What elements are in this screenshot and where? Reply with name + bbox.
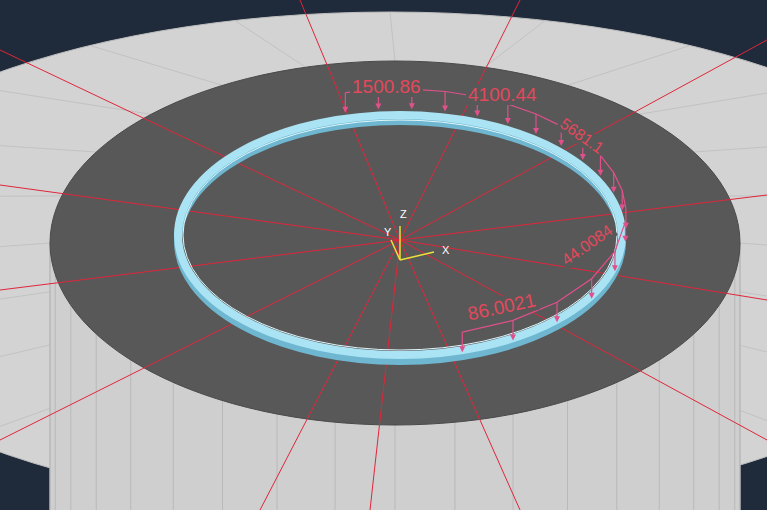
axis-triad (391, 226, 434, 260)
ring-edge (183, 120, 617, 350)
load-value: 1500.86 (350, 76, 423, 97)
axis-label: Z (398, 208, 409, 221)
load-arrows (342, 89, 629, 352)
load-value: 4100.44 (466, 84, 539, 105)
axis-label: X (440, 244, 451, 257)
ring-top (178, 115, 622, 355)
axis-label: Y (382, 226, 393, 239)
